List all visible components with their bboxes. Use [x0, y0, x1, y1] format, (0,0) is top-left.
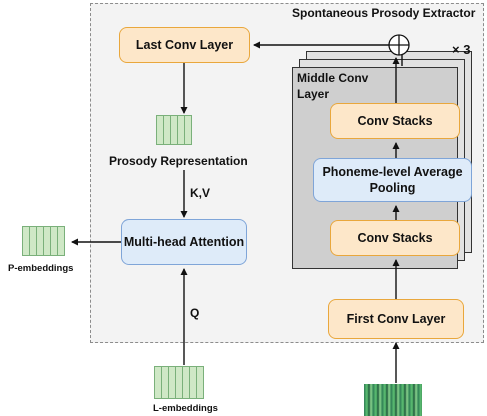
conv-stacks-top-box: Conv Stacks [330, 103, 460, 139]
repeat-mark: × 3 [452, 42, 471, 57]
conv-stacks-bottom-box: Conv Stacks [330, 220, 460, 256]
l-embeddings-label: L-embeddings [153, 403, 218, 414]
phoneme-pooling-box: Phoneme-level Average Pooling [313, 158, 472, 202]
q-label: Q [190, 306, 200, 320]
multi-head-attention-box: Multi-head Attention [121, 219, 247, 265]
middle-layer-title: Middle Conv Layer [297, 71, 369, 101]
spectrogram-input-image [364, 384, 422, 416]
p-embeddings-label: P-embeddings [8, 263, 74, 274]
p-embeddings-block [22, 226, 65, 256]
extractor-title: Spontaneous Prosody Extractor [292, 6, 476, 20]
l-embeddings-block [154, 366, 204, 399]
sum-operator-icon [388, 34, 410, 56]
last-conv-layer-box: Last Conv Layer [119, 27, 250, 63]
prosody-representation-embedding [156, 115, 192, 145]
kv-label: K,V [190, 186, 211, 200]
first-conv-layer-box: First Conv Layer [328, 299, 464, 339]
prosody-representation-label: Prosody Representation [109, 154, 248, 168]
